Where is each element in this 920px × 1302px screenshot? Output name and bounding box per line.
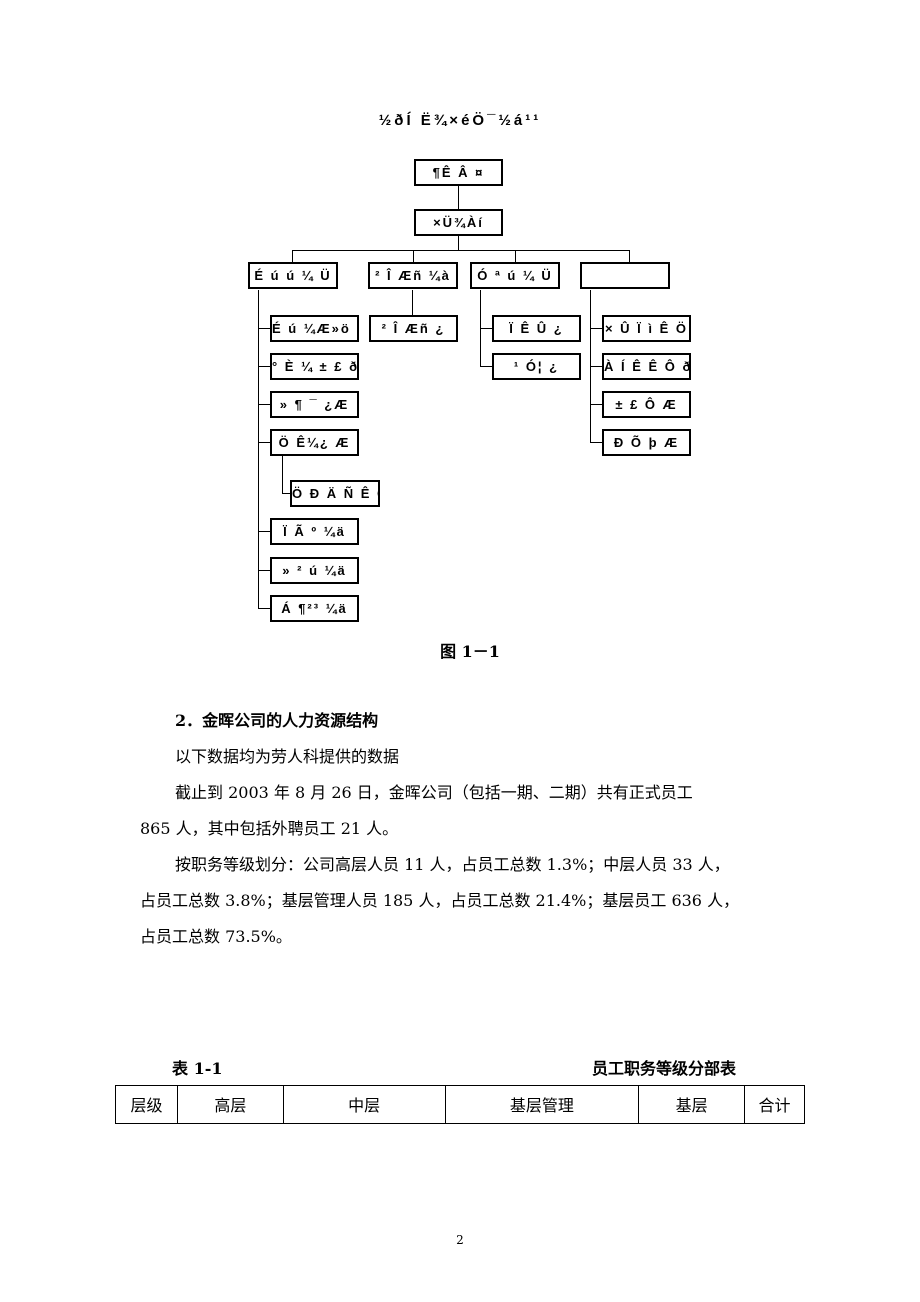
paragraph-line: 占员工总数 73.5%。 — [140, 927, 292, 946]
connector-tick — [590, 442, 602, 443]
table-header-cell: 合计 — [744, 1085, 805, 1124]
org-node-branch: ² Î Æñ ¼à — [368, 262, 458, 289]
connector-tick — [480, 366, 492, 367]
connector-tick — [258, 366, 270, 367]
page-number: 2 — [456, 1233, 464, 1247]
connector-tick — [282, 493, 290, 494]
org-node: » ² ú ¼ä — [270, 557, 359, 584]
org-node: ± £ Ô Æ — [602, 391, 691, 418]
connector-tick — [590, 404, 602, 405]
connector-branch-2-spine — [412, 290, 413, 315]
org-node: ° È ¼ ± £ ð — [270, 353, 359, 380]
connector-branch-1-spine — [258, 290, 259, 608]
table-header-cell: 层级 — [115, 1085, 178, 1124]
connector-tick — [258, 570, 270, 571]
table-header-row: 层级 高层 中层 基层管理 基层 合计 — [115, 1085, 805, 1124]
paragraph-line: 以下数据均为劳人科提供的数据 — [175, 747, 400, 766]
table-header-cell: 高层 — [176, 1085, 284, 1124]
org-node-branch-empty — [580, 262, 670, 289]
connector-branch-3 — [515, 250, 516, 262]
org-node: Ï Ê Û ¿ — [492, 315, 581, 342]
org-node: ¹ Ó¦ ¿ — [492, 353, 581, 380]
connector-tick — [590, 366, 602, 367]
org-node-branch: É ú ú ¼ Ü — [248, 262, 338, 289]
paragraph-line: 占员工总数 3.8%；基层管理人员 185 人，占员工总数 21.4%；基层员工… — [140, 891, 740, 910]
connector-tick — [480, 328, 492, 329]
org-node-sub: Ö Ð Ä Ñ Ê Ò — [290, 480, 380, 507]
paragraph-line: 截止到 2003 年 8 月 26 日，金晖公司（包括一期、二期）共有正式员工 — [175, 783, 693, 802]
org-node: À Í Ê Ê Ô ð — [602, 353, 691, 380]
connector-branch-4 — [629, 250, 630, 262]
org-node-general-manager: ×Ü¾Àí — [414, 209, 503, 236]
table-header-cell: 基层 — [638, 1085, 746, 1124]
org-node: Ö Ê¼¿ Æ — [270, 429, 359, 456]
connector-tick — [258, 404, 270, 405]
table-number: 表 1-1 — [172, 1059, 223, 1078]
paragraph-line: 865 人，其中包括外聘员工 21 人。 — [140, 819, 399, 838]
table-header-cell: 中层 — [282, 1085, 446, 1124]
org-node: Á ¶²³ ¼ä — [270, 595, 359, 622]
connector-manager-to-bus — [458, 236, 459, 250]
staff-level-table: 层级 高层 中层 基层管理 基层 合计 — [115, 1085, 805, 1124]
connector-tick — [258, 608, 270, 609]
connector-horizontal-bus — [292, 250, 630, 251]
org-node: É ú ¼Æ»ö ð — [270, 315, 359, 342]
paragraph-line: 按职务等级划分：公司高层人员 11 人，占员工总数 1.3%；中层人员 33 人… — [175, 855, 730, 874]
org-node-branch: Ó ª ú ¼ Ü — [470, 262, 560, 289]
connector-sub-spine — [282, 456, 283, 493]
org-node-root: ¶Ê Â ¤ — [414, 159, 503, 186]
connector-tick — [590, 328, 602, 329]
connector-branch-1 — [292, 250, 293, 262]
connector-tick — [258, 328, 270, 329]
table-title: 员工职务等级分部表 — [592, 1059, 737, 1078]
org-chart-title: ½ðÍ Ë¾×éÖ¯½á¹¹ — [378, 112, 542, 129]
org-node: » ¶ ¯ ¿Æ — [270, 391, 359, 418]
org-node: × Û Ï ì Ê Ö — [602, 315, 691, 342]
connector-tick — [258, 531, 270, 532]
connector-root-to-manager — [458, 186, 459, 209]
connector-tick — [258, 442, 270, 443]
section-heading: 2．金晖公司的人力资源结构 — [175, 711, 379, 730]
figure-caption: 图 1－1 — [440, 642, 500, 661]
connector-branch-2 — [413, 250, 414, 262]
org-node: Ð Õ þ Æ — [602, 429, 691, 456]
table-header-cell: 基层管理 — [444, 1085, 640, 1124]
org-node: Ï Ã º ¼ä — [270, 518, 359, 545]
org-node: ² Î Æñ ¿ — [369, 315, 458, 342]
